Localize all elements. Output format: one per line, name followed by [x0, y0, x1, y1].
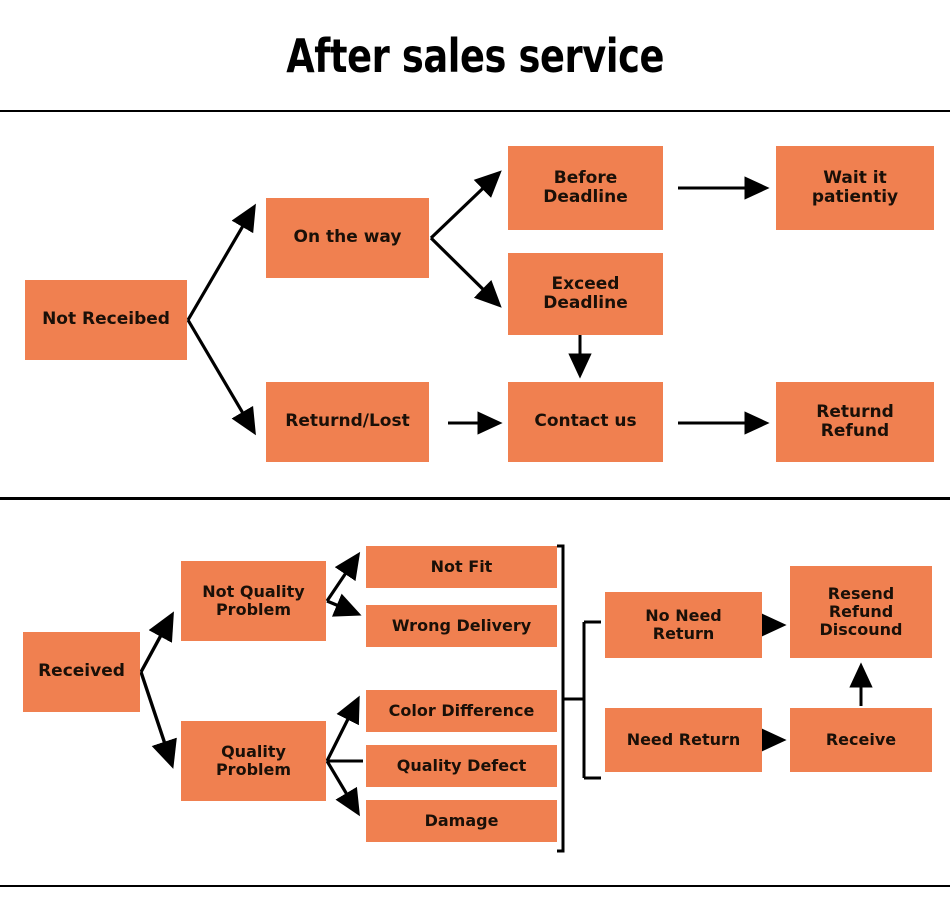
edge-not-receibed-to-returnd-lost [186, 319, 256, 436]
node-color-difference-label: Color Difference [388, 701, 535, 721]
edge-not-receibed-to-on-the-way [186, 203, 256, 321]
node-wait-it-line2: patientiy [811, 187, 899, 207]
node-received-label: Received [38, 661, 125, 682]
divider-middle [0, 497, 950, 500]
edge-on-the-way-to-exceed-deadline [429, 236, 502, 308]
node-color-difference[interactable]: Color Difference [366, 690, 557, 732]
node-exceed-deadline[interactable]: Exceed Deadline [508, 253, 663, 335]
edge-received-to-not-quality-problem [139, 611, 174, 673]
node-resend-refund-discound-line2: Refund [828, 602, 894, 622]
node-on-the-way[interactable]: On the way [266, 198, 429, 278]
node-contact-us-label: Contact us [534, 411, 637, 432]
node-no-need-return-line1: No Need [645, 606, 722, 626]
node-quality-defect[interactable]: Quality Defect [366, 745, 557, 787]
node-damage-label: Damage [424, 811, 499, 831]
bracket-reasons [557, 544, 565, 853]
node-contact-us[interactable]: Contact us [508, 382, 663, 462]
divider-bottom [0, 885, 950, 887]
node-not-quality-problem-line1: Not Quality [202, 582, 305, 602]
node-need-return-label: Need Return [626, 730, 741, 750]
section-not-received: Not Receibed On the way Returnd/Lost Bef… [0, 111, 950, 497]
page-title-container: After sales service [0, 0, 950, 111]
node-quality-problem-line2: Problem [215, 760, 292, 779]
node-quality-problem-line1: Quality [221, 742, 286, 762]
node-resend-refund-discound-line3: Discound [819, 619, 903, 639]
edge-not-quality-problem-to-not-fit [325, 551, 361, 602]
node-returnd-refund-line2: Refund [820, 421, 890, 441]
node-returnd-refund[interactable]: Returnd Refund [776, 382, 934, 462]
section-1-connectors [186, 170, 770, 436]
node-not-fit-label: Not Fit [430, 557, 493, 577]
section-received: Received Not Quality Problem Quality Pro… [0, 500, 950, 885]
node-exceed-deadline-line1: Exceed [551, 273, 620, 294]
node-receive-label: Receive [825, 730, 897, 750]
node-returnd-lost[interactable]: Returnd/Lost [266, 382, 429, 462]
edge-quality-problem-to-damage [325, 760, 360, 817]
node-before-deadline[interactable]: Before Deadline [508, 146, 663, 230]
node-returnd-lost-label: Returnd/Lost [285, 411, 410, 432]
edge-not-quality-problem-to-wrong-delivery [326, 593, 362, 617]
node-not-receibed-label: Not Receibed [42, 309, 170, 330]
node-no-need-return[interactable]: No Need Return [605, 592, 762, 658]
node-resend-refund-discound[interactable]: Resend Refund Discound [790, 566, 932, 658]
node-wrong-delivery[interactable]: Wrong Delivery [366, 605, 557, 647]
node-no-need-return-line2: Return [652, 624, 715, 643]
node-quality-defect-label: Quality Defect [396, 756, 527, 776]
node-not-receibed[interactable]: Not Receibed [25, 280, 187, 360]
node-resend-refund-discound-line1: Resend [827, 584, 895, 604]
node-exceed-deadline-line2: Deadline [543, 293, 628, 313]
node-quality-problem[interactable]: Quality Problem [181, 721, 326, 801]
node-before-deadline-line1: Before [553, 167, 618, 188]
node-wait-it-patientiy[interactable]: Wait it patientiy [776, 146, 934, 230]
node-before-deadline-line2: Deadline [543, 187, 628, 207]
page-title: After sales service [286, 28, 664, 83]
node-not-fit[interactable]: Not Fit [366, 546, 557, 588]
node-damage[interactable]: Damage [366, 800, 557, 842]
node-returnd-refund-line1: Returnd [816, 401, 894, 422]
divider-top [0, 110, 950, 112]
node-wrong-delivery-label: Wrong Delivery [391, 616, 532, 636]
node-need-return[interactable]: Need Return [605, 708, 762, 772]
node-receive[interactable]: Receive [790, 708, 932, 772]
edge-on-the-way-to-before-deadline [429, 170, 502, 240]
edge-quality-problem-to-color-difference [325, 695, 360, 762]
edge-received-to-quality-problem [139, 671, 177, 769]
node-wait-it-line1: Wait it [823, 167, 887, 188]
section-2-connectors [139, 544, 873, 853]
node-not-quality-problem[interactable]: Not Quality Problem [181, 561, 326, 641]
node-on-the-way-label: On the way [293, 227, 402, 248]
node-not-quality-problem-line2: Problem [215, 600, 292, 619]
node-received[interactable]: Received [23, 632, 140, 712]
